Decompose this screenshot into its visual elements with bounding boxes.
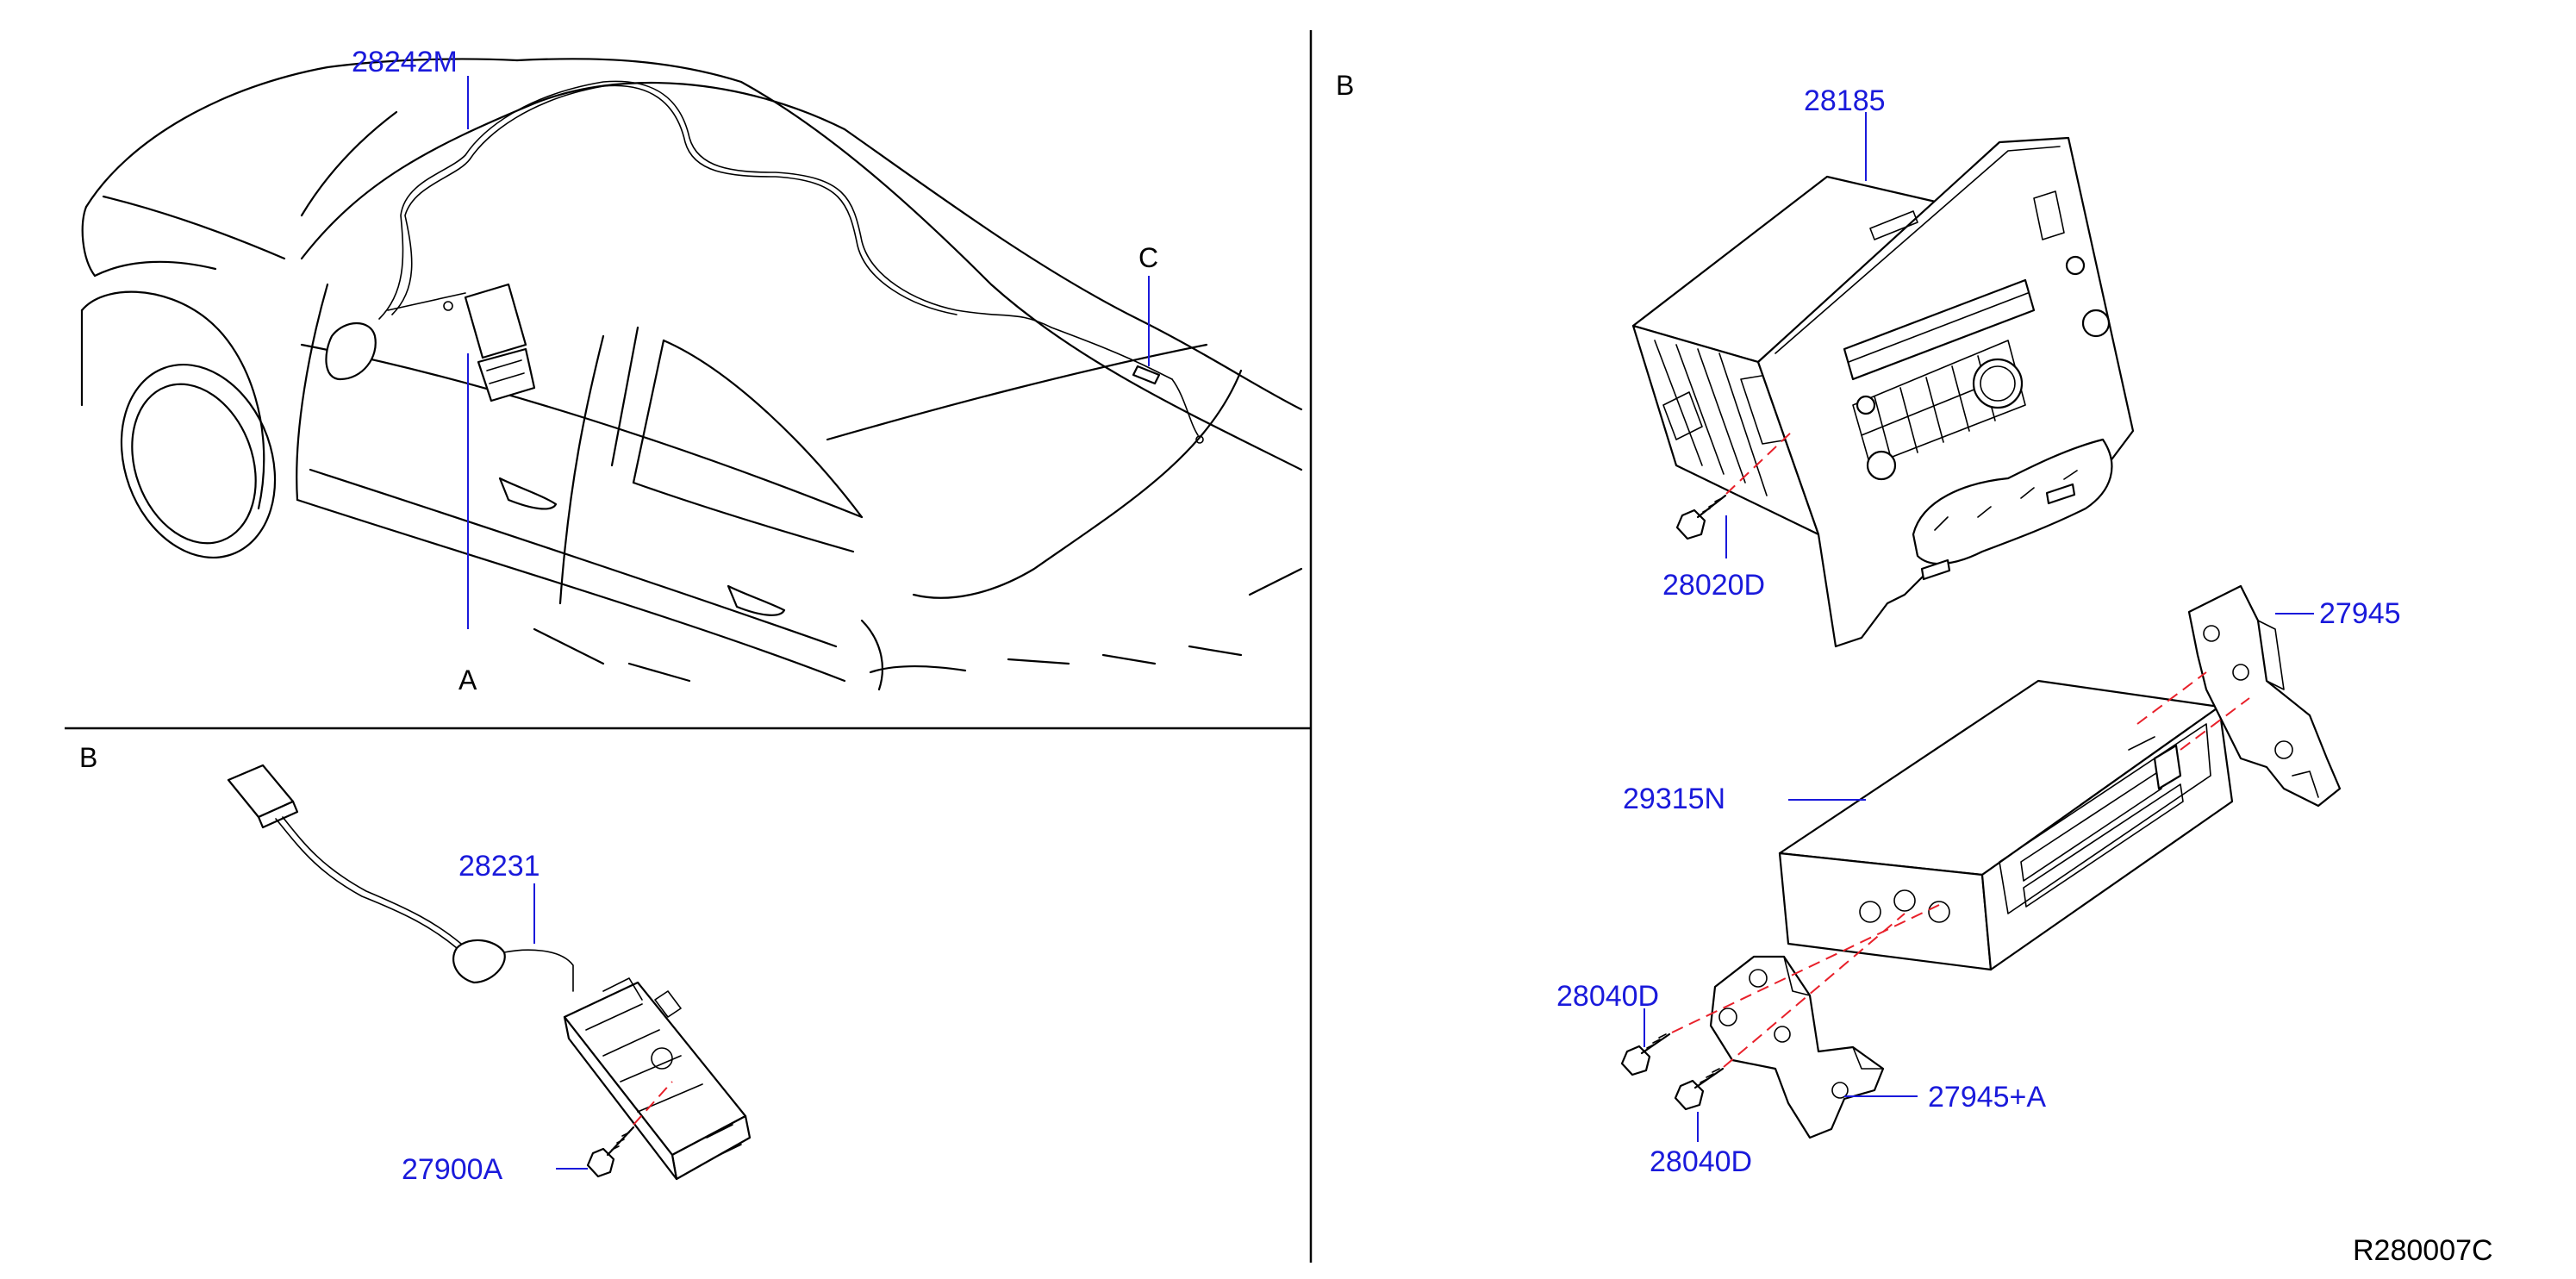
label-marker-A: A	[458, 664, 477, 696]
section-letter-bottom-left: B	[79, 742, 97, 773]
screw-28040D-upper	[1620, 1033, 1671, 1076]
bracket-27945A	[1709, 955, 1885, 1139]
label-27945A: 27945+A	[1928, 1081, 2046, 1114]
bracket-27945	[2187, 584, 2342, 808]
leader-lines-bottom-left	[533, 883, 588, 1170]
label-29315N: 29315N	[1623, 783, 1725, 815]
antenna-feeder-cable	[378, 80, 1204, 444]
screw-27900A	[586, 1081, 673, 1178]
leader-lines-top-left	[467, 76, 1150, 629]
label-28231: 28231	[458, 850, 540, 883]
label-28040D-upper: 28040D	[1556, 980, 1659, 1013]
leader-lines-right	[1644, 112, 2314, 1142]
label-28040D-lower: 28040D	[1650, 1145, 1752, 1178]
car-body-illustration	[80, 58, 1303, 691]
screw-28020D	[1675, 430, 1793, 540]
label-28185: 28185	[1804, 84, 1886, 117]
panel-dividers	[65, 30, 1313, 1263]
label-27945: 27945	[2319, 597, 2401, 630]
section-letter-right: B	[1336, 70, 1354, 101]
pillar-antenna-amplifier	[387, 283, 536, 402]
label-27900A: 27900A	[402, 1153, 503, 1186]
label-marker-C: C	[1138, 242, 1158, 273]
antenna-booster-assembly	[227, 764, 752, 1181]
label-28020D: 28020D	[1662, 569, 1765, 602]
screw-28040D-lower	[1674, 1067, 1725, 1111]
audio-head-unit-28185	[1631, 136, 2135, 648]
label-28242M: 28242M	[352, 46, 458, 78]
assembly-centerlines	[1671, 671, 2250, 1068]
diagram-code: R280007C	[2353, 1234, 2493, 1267]
nav-unit-29315N	[1778, 679, 2234, 971]
